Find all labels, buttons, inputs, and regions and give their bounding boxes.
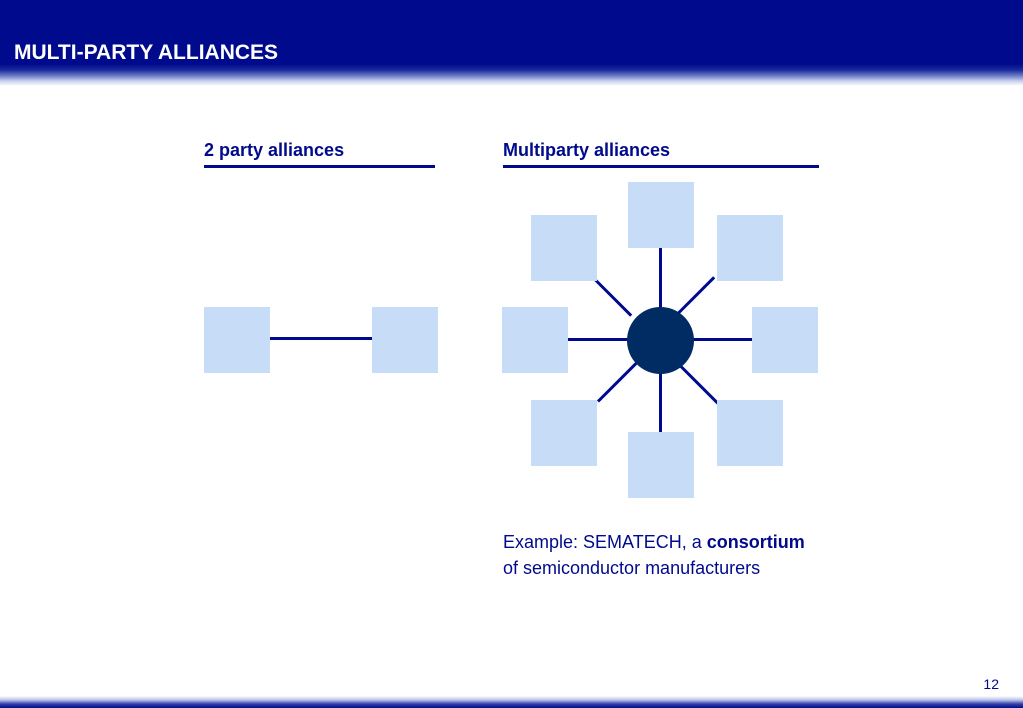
example-suffix: of semiconductor manufacturers (503, 558, 761, 578)
multiparty-node-bottom-right (717, 400, 783, 466)
two-party-node-right (372, 307, 438, 373)
spoke-bottom (659, 372, 662, 433)
spoke-bottom-right (678, 364, 720, 405)
multiparty-node-top-left (531, 215, 597, 281)
multiparty-node-bottom (628, 432, 694, 498)
multiparty-underline (503, 165, 819, 168)
multiparty-heading: Multiparty alliances (503, 140, 671, 160)
example-prefix: Example: SEMATECH, a (503, 532, 707, 552)
spoke-right (692, 338, 753, 341)
spoke-top-left (591, 276, 633, 317)
two-party-underline (204, 165, 435, 168)
slide-title: MULTI-PARTY ALLIANCES (14, 41, 279, 64)
two-party-node-left (204, 307, 270, 373)
two-party-heading: 2 party alliances (204, 140, 345, 160)
footer-bar (0, 696, 1023, 708)
multiparty-node-left (502, 307, 568, 373)
multiparty-node-top-right (717, 215, 783, 281)
spoke-top (659, 247, 662, 309)
spoke-top-right (674, 276, 716, 317)
page-number: 12 (983, 676, 999, 692)
multiparty-node-top (628, 182, 694, 248)
multiparty-node-bottom-left (531, 400, 597, 466)
multiparty-hub (627, 307, 694, 374)
header-bar (0, 0, 1023, 86)
spoke-bottom-left (596, 362, 638, 403)
example-emphasis: consortium (706, 532, 805, 552)
two-party-connector (269, 337, 372, 340)
spoke-left (568, 338, 629, 341)
example-caption: Example: SEMATECH, a consortium of semic… (503, 529, 805, 581)
multiparty-node-right (752, 307, 818, 373)
